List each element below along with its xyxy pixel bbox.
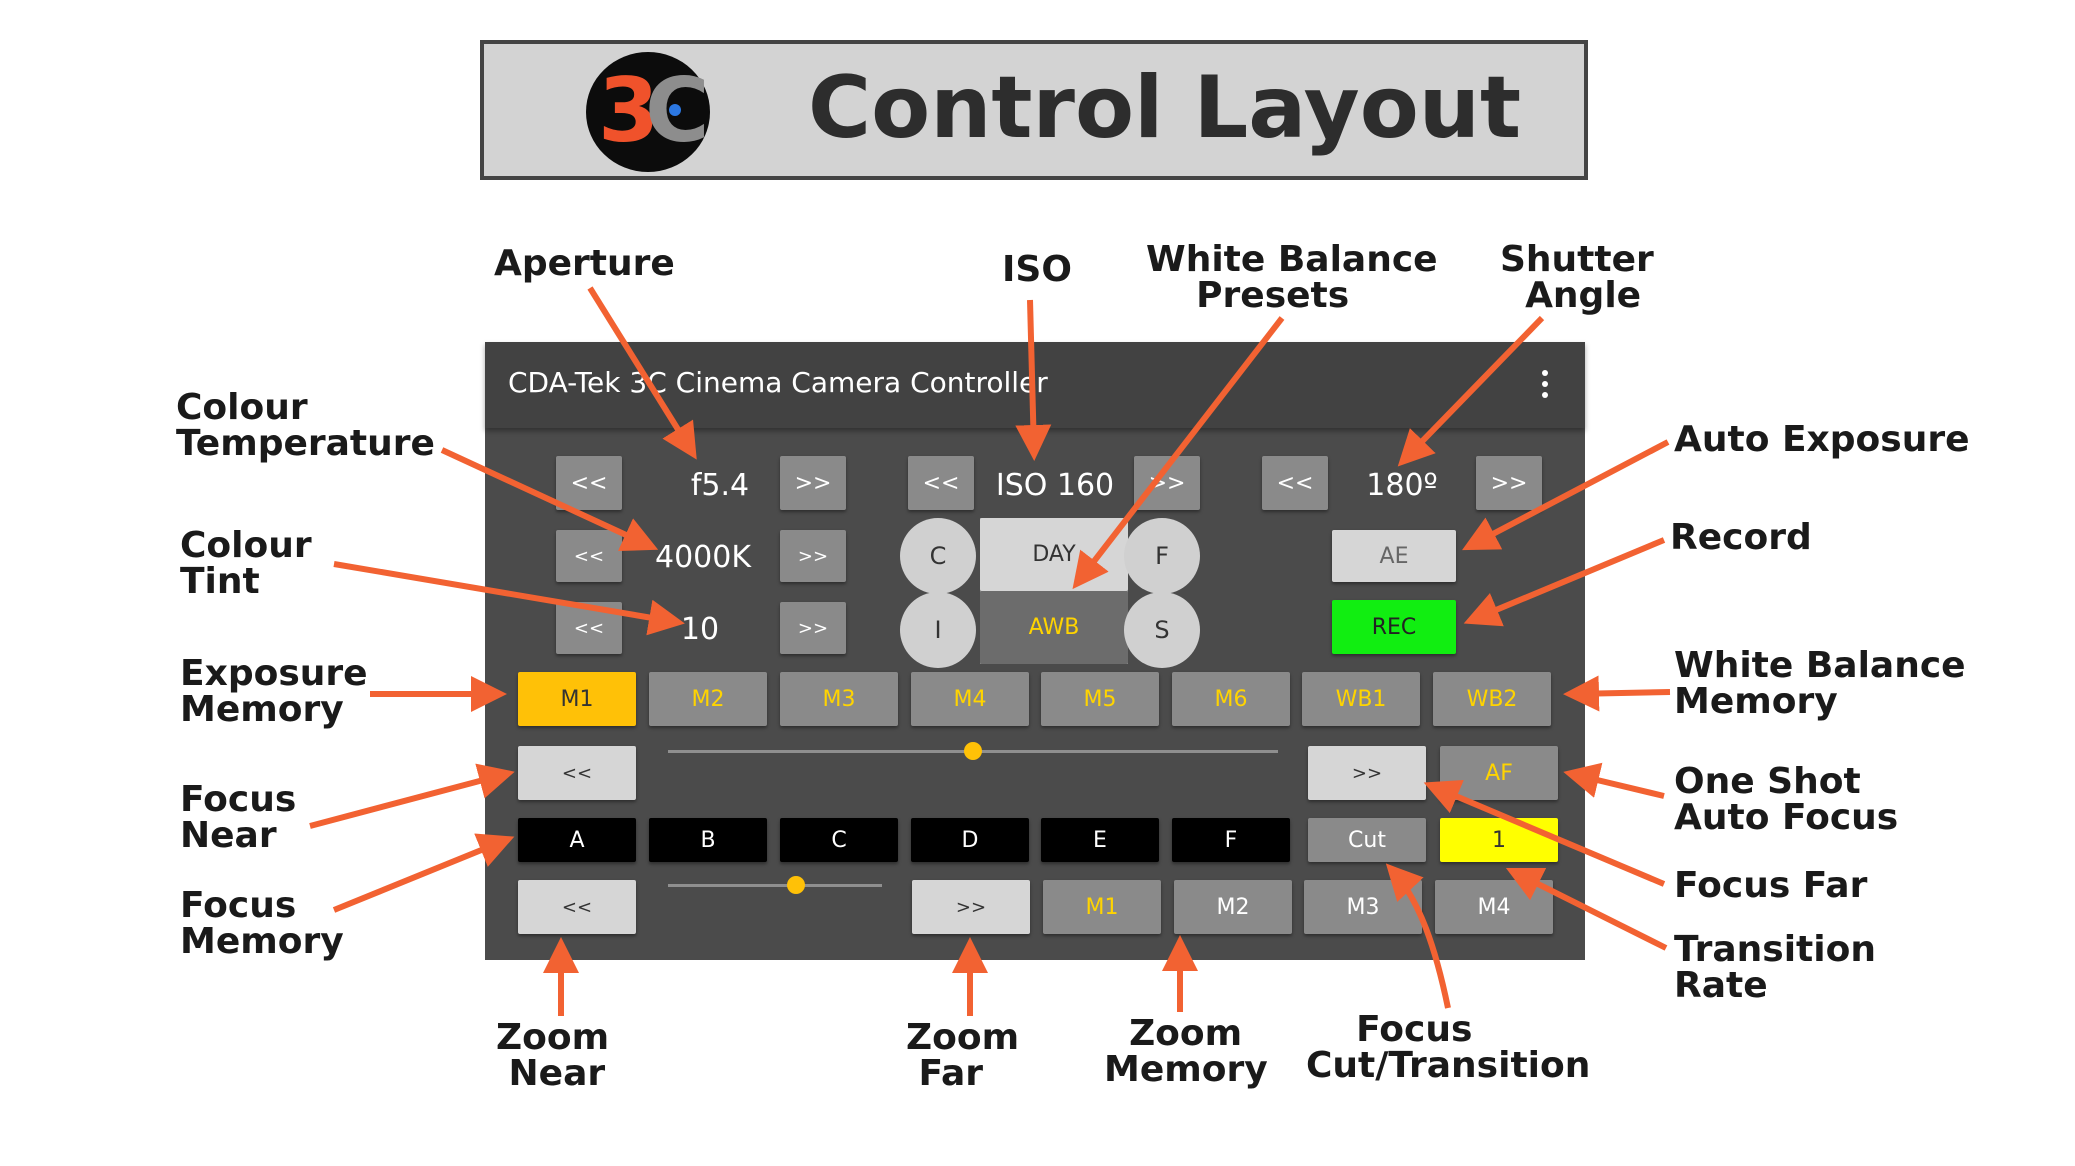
focus-cut-button[interactable]: Cut: [1308, 818, 1426, 862]
zoom-memory-button-m3[interactable]: M3: [1304, 880, 1422, 934]
label-iso: ISO: [1002, 249, 1072, 290]
focus-memory-button-c[interactable]: C: [780, 818, 898, 862]
memory-button-m6[interactable]: M6: [1172, 672, 1290, 726]
zoom-memory-button-m2[interactable]: M2: [1174, 880, 1292, 934]
memory-button-m2[interactable]: M2: [649, 672, 767, 726]
arrow-transition-rate: [1505, 867, 1668, 951]
arrow-colour-temp: [440, 447, 659, 552]
zoom-memory-button-m1[interactable]: M1: [1043, 880, 1161, 934]
iso-value: ISO 160: [995, 468, 1115, 503]
arrow-wb-memory: [1563, 675, 1671, 712]
zoom-near-button[interactable]: <<: [518, 880, 636, 934]
label-colour-tint: Colour Tint: [180, 525, 312, 602]
aperture-next-button[interactable]: >>: [780, 456, 846, 510]
label-wb-memory: White Balance Memory: [1674, 645, 1966, 722]
wb-c-button[interactable]: C: [900, 518, 976, 594]
tint-next-button[interactable]: >>: [780, 602, 846, 654]
focus-memory-button-b[interactable]: B: [649, 818, 767, 862]
label-zoom-far: Zoom Far: [906, 1017, 1020, 1094]
memory-button-wb1[interactable]: WB1: [1302, 672, 1420, 726]
auto-exposure-button[interactable]: AE: [1332, 530, 1456, 582]
arrow-focus-cut: [1385, 863, 1451, 1009]
iso-next-button[interactable]: >>: [1134, 456, 1200, 510]
zoom-slider-track[interactable]: [668, 884, 882, 887]
temp-value: 4000K: [654, 540, 752, 575]
arrow-shutter: [1397, 315, 1545, 467]
label-zoom-memory: Zoom Memory: [1104, 1013, 1268, 1090]
tint-value: 10: [680, 612, 720, 647]
arrow-record: [1463, 537, 1666, 627]
logo: [586, 52, 710, 172]
logo-dot: [669, 104, 681, 116]
record-button[interactable]: REC: [1332, 600, 1456, 654]
wb-f-button[interactable]: F: [1124, 518, 1200, 594]
memory-button-m5[interactable]: M5: [1041, 672, 1159, 726]
memory-button-wb2[interactable]: WB2: [1433, 672, 1551, 726]
label-colour-temp: Colour Temperature: [176, 387, 435, 464]
label-record: Record: [1670, 517, 1812, 558]
zoom-far-button[interactable]: >>: [912, 880, 1030, 934]
label-zoom-near: Zoom Near: [496, 1017, 610, 1094]
label-focus-far: Focus Far: [1674, 865, 1868, 906]
arrow-colour-tint: [333, 561, 685, 636]
label-one-shot-af: One Shot Auto Focus: [1674, 761, 1899, 838]
overflow-menu-icon[interactable]: [1542, 370, 1550, 400]
arrow-focus-far: [1423, 779, 1666, 887]
focus-memory-button-d[interactable]: D: [911, 818, 1029, 862]
wb-awb-button[interactable]: AWB: [980, 591, 1128, 664]
label-focus-near: Focus Near: [180, 779, 297, 856]
arrow-wb-presets: [1072, 316, 1285, 590]
app-title: CDA-Tek 3C Cinema Camera Controller: [508, 366, 1048, 399]
aperture-value: f5.4: [690, 468, 750, 503]
transition-rate-button[interactable]: 1: [1440, 818, 1558, 862]
arrow-auto-exposure: [1462, 439, 1670, 551]
shutter-next-button[interactable]: >>: [1476, 456, 1542, 510]
wb-s-button[interactable]: S: [1124, 592, 1200, 668]
zoom-slider-thumb[interactable]: [787, 876, 806, 894]
memory-button-m3[interactable]: M3: [780, 672, 898, 726]
logo-digit: 3: [598, 59, 660, 162]
label-focus-memory: Focus Memory: [180, 885, 344, 962]
label-wb-presets: White Balance Presets: [1146, 239, 1438, 316]
memory-button-m4[interactable]: M4: [911, 672, 1029, 726]
wb-i-button[interactable]: I: [900, 592, 976, 668]
aperture-prev-button[interactable]: <<: [556, 456, 622, 510]
focus-slider-thumb[interactable]: [964, 742, 982, 760]
arrow-one-shot-af: [1563, 762, 1665, 799]
label-transition-rate: Transition Rate: [1674, 929, 1876, 1006]
label-exposure-memory: Exposure Memory: [180, 653, 368, 730]
label-auto-exposure: Auto Exposure: [1674, 419, 1970, 460]
banner-title: Control Layout: [808, 58, 1522, 158]
label-aperture: Aperture: [494, 243, 675, 284]
label-focus-cut: Focus Cut/Transition: [1306, 1009, 1591, 1086]
shutter-value: 180º: [1366, 468, 1438, 503]
focus-memory-button-e[interactable]: E: [1041, 818, 1159, 862]
shutter-prev-button[interactable]: <<: [1262, 456, 1328, 510]
temp-prev-button[interactable]: <<: [556, 530, 622, 582]
memory-button-m1[interactable]: M1: [518, 672, 636, 726]
focus-memory-button-a[interactable]: A: [518, 818, 636, 862]
temp-next-button[interactable]: >>: [780, 530, 846, 582]
focus-far-button[interactable]: >>: [1308, 746, 1426, 800]
iso-prev-button[interactable]: <<: [908, 456, 974, 510]
arrow-focus-near: [309, 763, 515, 829]
focus-memory-button-f[interactable]: F: [1172, 818, 1290, 862]
arrow-iso: [1015, 299, 1052, 461]
focus-near-button[interactable]: <<: [518, 746, 636, 800]
arrow-aperture: [587, 286, 697, 460]
label-shutter: Shutter Angle: [1500, 239, 1654, 316]
arrow-focus-memory: [332, 833, 515, 913]
